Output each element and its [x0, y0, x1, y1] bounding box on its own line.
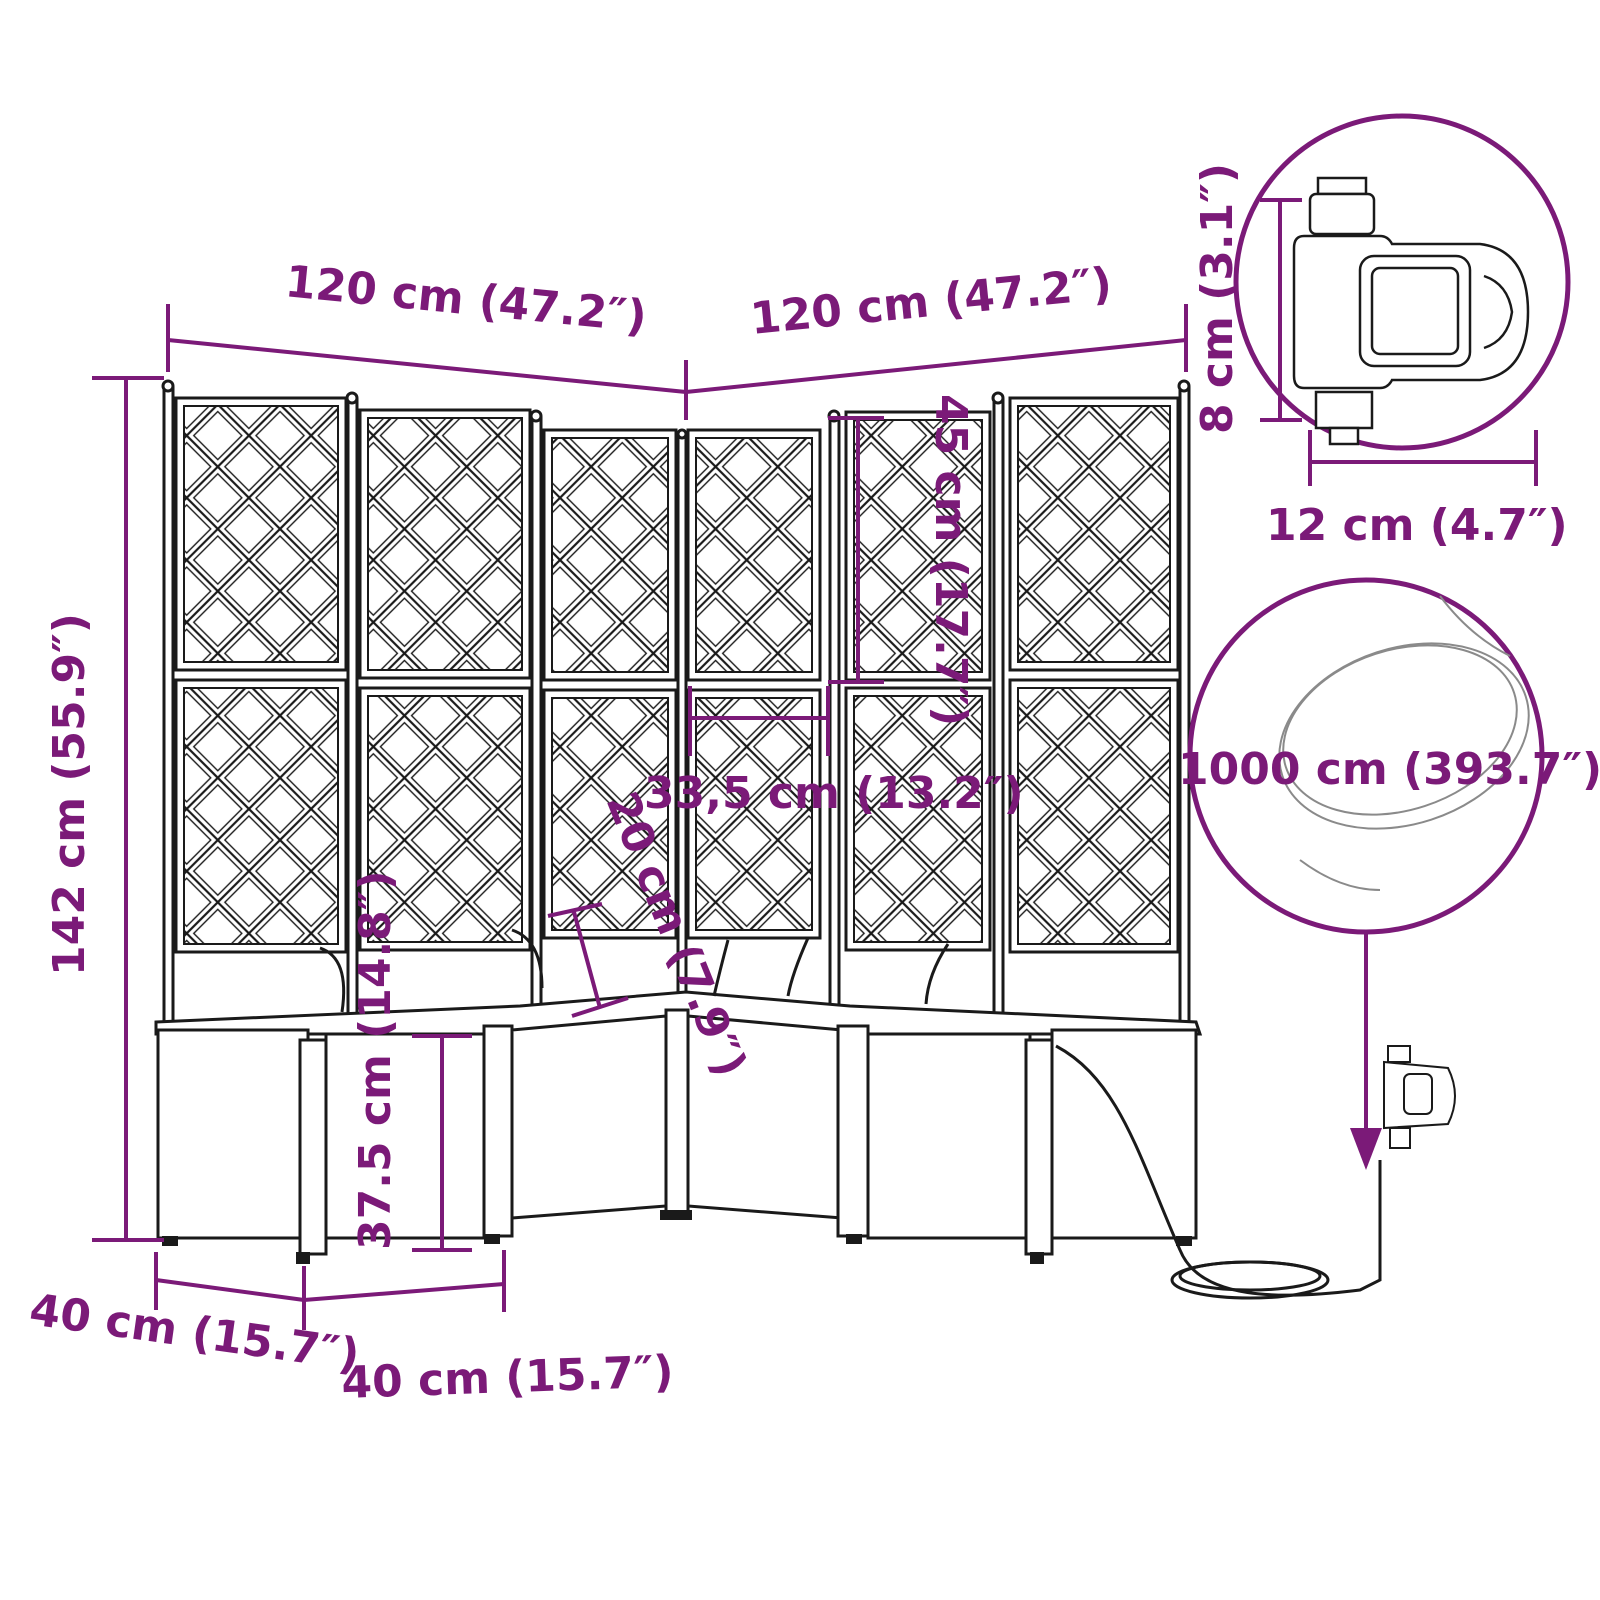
coiled-hose-icon: [1278, 595, 1530, 891]
hose-length-label: 1000 cm (393.7″): [1178, 744, 1600, 795]
timer-width-label: 12 cm (4.7″): [1266, 500, 1568, 551]
timer-detail: 8 cm (3.1″) 12 cm (4.7″): [1192, 113, 1571, 551]
trellis-panel-width-label: 33,5 cm (13.2″): [644, 768, 1024, 819]
planter-box-middle: [510, 1008, 844, 1220]
water-timer-icon: [1292, 176, 1530, 446]
timer-height-label: 8 cm (3.1″): [1192, 163, 1243, 434]
water-timer-small-icon: [1383, 1045, 1456, 1149]
trellis-panel: [844, 410, 992, 952]
trellis-panel: [542, 428, 678, 940]
height-total-label: 142 cm (55.9″): [44, 613, 95, 976]
planter-box-right: [836, 1024, 1198, 1256]
planter-box-left: [156, 1024, 514, 1256]
drip-hoses: [319, 928, 1382, 1300]
hose-detail: 1000 cm (393.7″): [1178, 577, 1600, 935]
planter-boxes: [154, 990, 1203, 1264]
trellis-panel: [686, 428, 822, 940]
trellis-panel: [174, 396, 348, 954]
dimension-lines: [92, 304, 1188, 1330]
planter-inner-height-label: 37.5 cm (14.8″): [350, 870, 401, 1250]
arrow-down-icon: [1350, 932, 1382, 1170]
planter-width-front-label: 40 cm (15.7″): [341, 1346, 675, 1409]
trellis-panel: [1008, 396, 1180, 954]
width-right-label: 120 cm (47.2″): [748, 258, 1114, 345]
width-left-label: 120 cm (47.2″): [283, 256, 649, 343]
trellis-panel: [358, 408, 532, 952]
trellis-panel-height-label: 45 cm (17.7″): [925, 394, 976, 726]
